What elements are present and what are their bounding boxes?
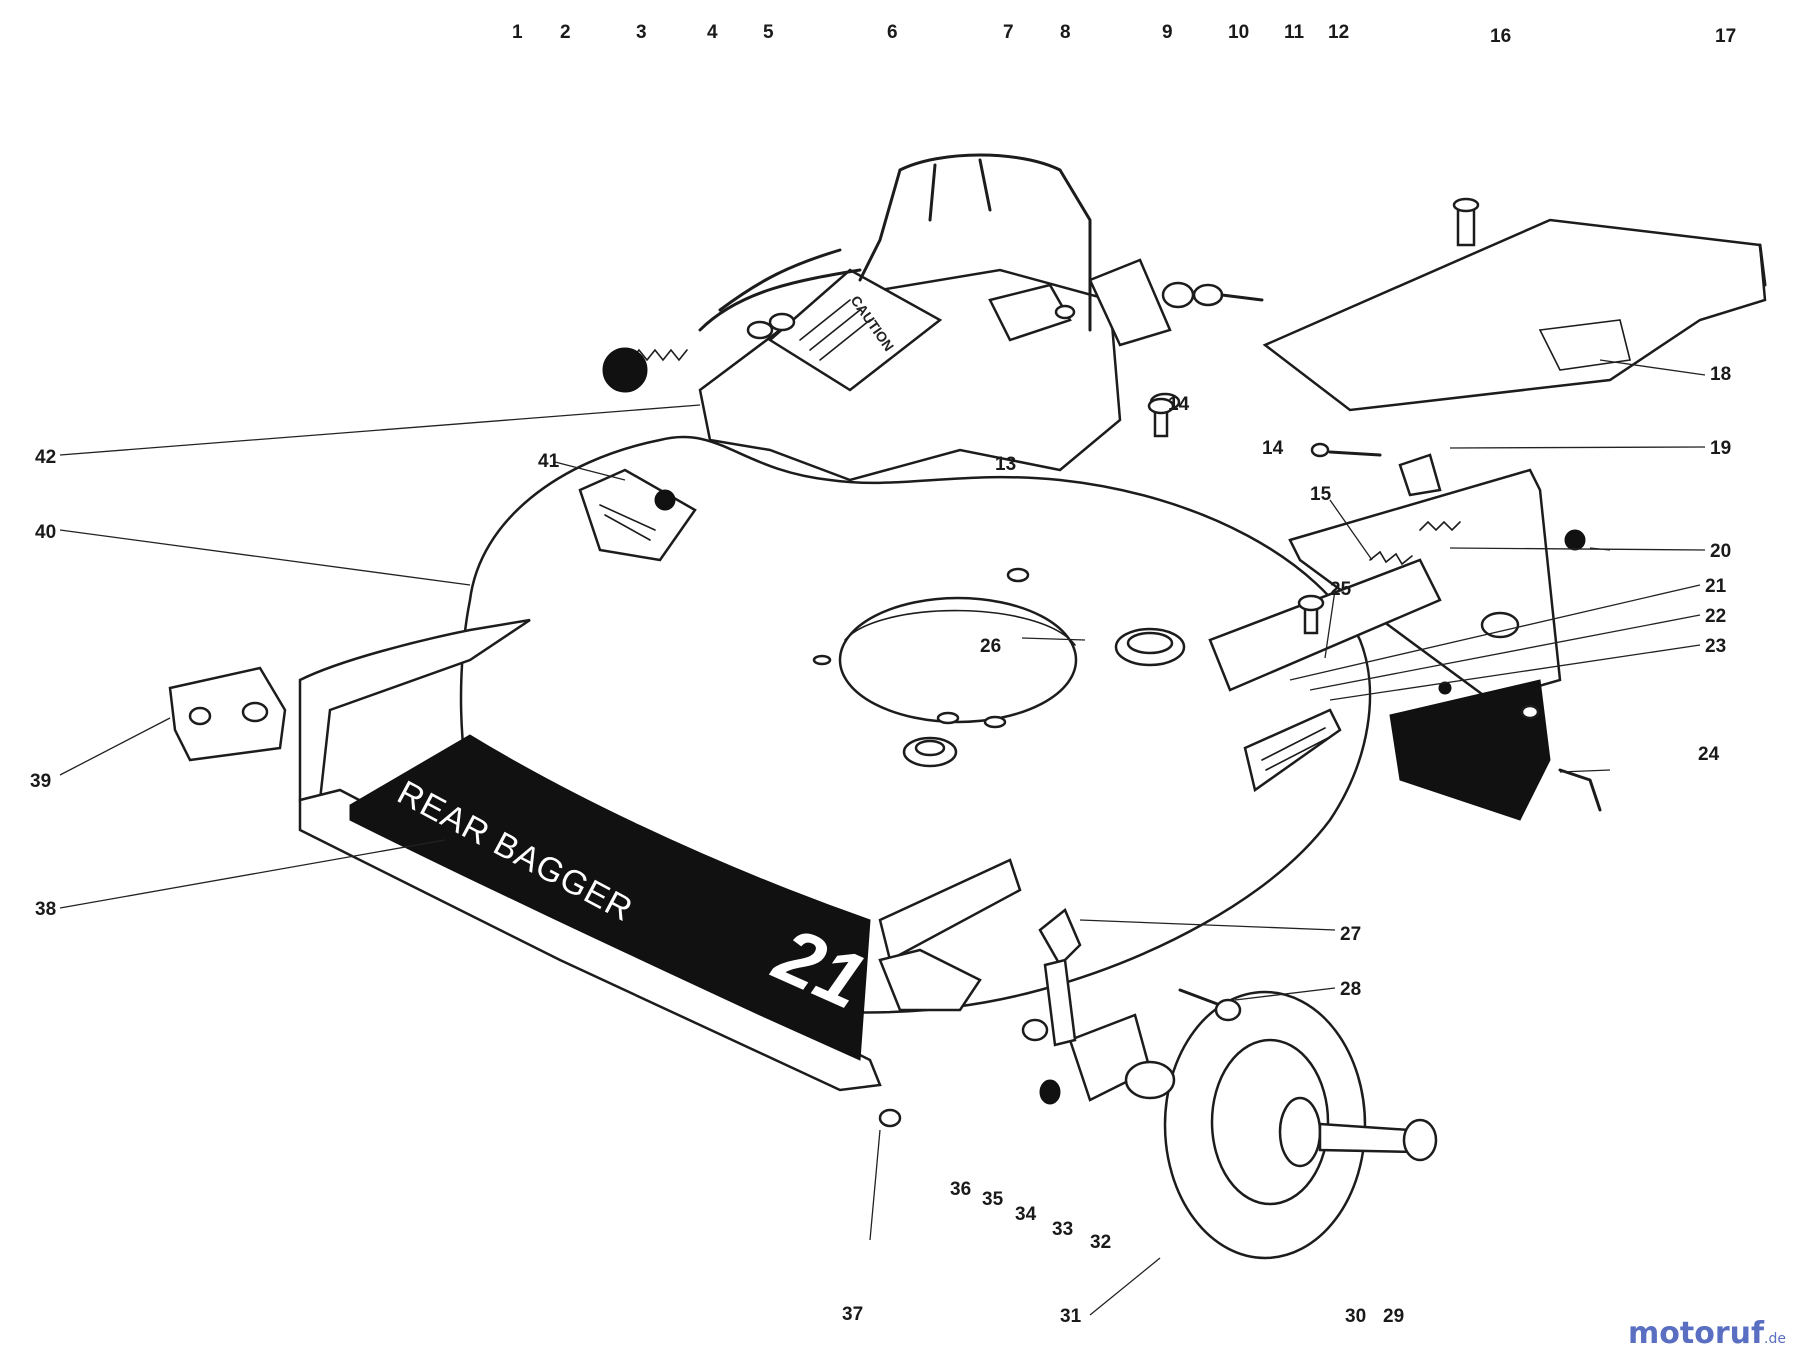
callout-19: 19 — [1710, 438, 1731, 459]
leader-lines — [59, 359, 1706, 1316]
callout-8: 8 — [1060, 22, 1071, 43]
callout-36: 36 — [950, 1179, 971, 1200]
side-warning-decal — [1243, 708, 1342, 793]
callout-30: 30 — [1345, 1306, 1366, 1327]
detached-parts — [168, 397, 1586, 762]
callout-26: 26 — [980, 636, 1001, 657]
watermark-brand: motoruf — [1628, 1316, 1765, 1351]
front-wheel-assembly — [878, 907, 1438, 1260]
callout-18: 18 — [1710, 364, 1731, 385]
callout-23: 23 — [1705, 636, 1726, 657]
callout-6: 6 — [887, 22, 898, 43]
callout-14-upper: 14 — [1168, 394, 1190, 415]
callout-28: 28 — [1340, 979, 1361, 1000]
callout-25: 25 — [1330, 579, 1352, 600]
callout-1: 1 — [512, 22, 523, 43]
handle-bracket-housing: CAUTION — [602, 153, 1264, 482]
callout-2: 2 — [560, 22, 571, 43]
callout-20: 20 — [1710, 541, 1731, 562]
callout-32: 32 — [1090, 1232, 1111, 1253]
callout-14-lower: 14 — [1262, 438, 1284, 459]
callout-34: 34 — [1015, 1204, 1037, 1225]
callout-10: 10 — [1228, 22, 1249, 43]
callout-22: 22 — [1705, 606, 1726, 627]
callout-numbers: 1 2 3 4 5 6 7 8 9 10 11 12 16 17 13 14 1… — [30, 22, 1736, 1327]
callout-17: 17 — [1715, 26, 1736, 47]
callout-13: 13 — [995, 454, 1016, 475]
callout-4: 4 — [707, 22, 718, 43]
rear-flap — [1389, 679, 1602, 821]
callout-27: 27 — [1340, 924, 1361, 945]
callout-29: 29 — [1383, 1306, 1404, 1327]
callout-3: 3 — [636, 22, 647, 43]
callout-16: 16 — [1490, 26, 1511, 47]
callout-35: 35 — [982, 1189, 1004, 1210]
callout-7: 7 — [1003, 22, 1014, 43]
callout-33: 33 — [1052, 1219, 1073, 1240]
callout-39: 39 — [30, 771, 51, 792]
callout-24: 24 — [1698, 744, 1720, 765]
callout-12: 12 — [1328, 22, 1349, 43]
rear-baffle-plate — [1262, 197, 1767, 412]
callout-5: 5 — [763, 22, 774, 43]
callout-9: 9 — [1162, 22, 1173, 43]
caution-decal: CAUTION — [767, 268, 943, 392]
callout-38: 38 — [35, 899, 56, 920]
callout-41: 41 — [538, 451, 560, 472]
watermark-logo: motoruf.de — [1628, 1316, 1786, 1351]
callout-21: 21 — [1705, 576, 1727, 597]
right-height-adjust-bar — [1208, 453, 1562, 702]
callout-31: 31 — [1060, 1306, 1082, 1327]
callout-11: 11 — [1284, 22, 1305, 43]
callout-40: 40 — [35, 522, 56, 543]
watermark-domain: .de — [1764, 1331, 1786, 1347]
callout-15: 15 — [1310, 484, 1332, 505]
callout-42: 42 — [35, 447, 56, 468]
callout-37: 37 — [842, 1304, 863, 1325]
